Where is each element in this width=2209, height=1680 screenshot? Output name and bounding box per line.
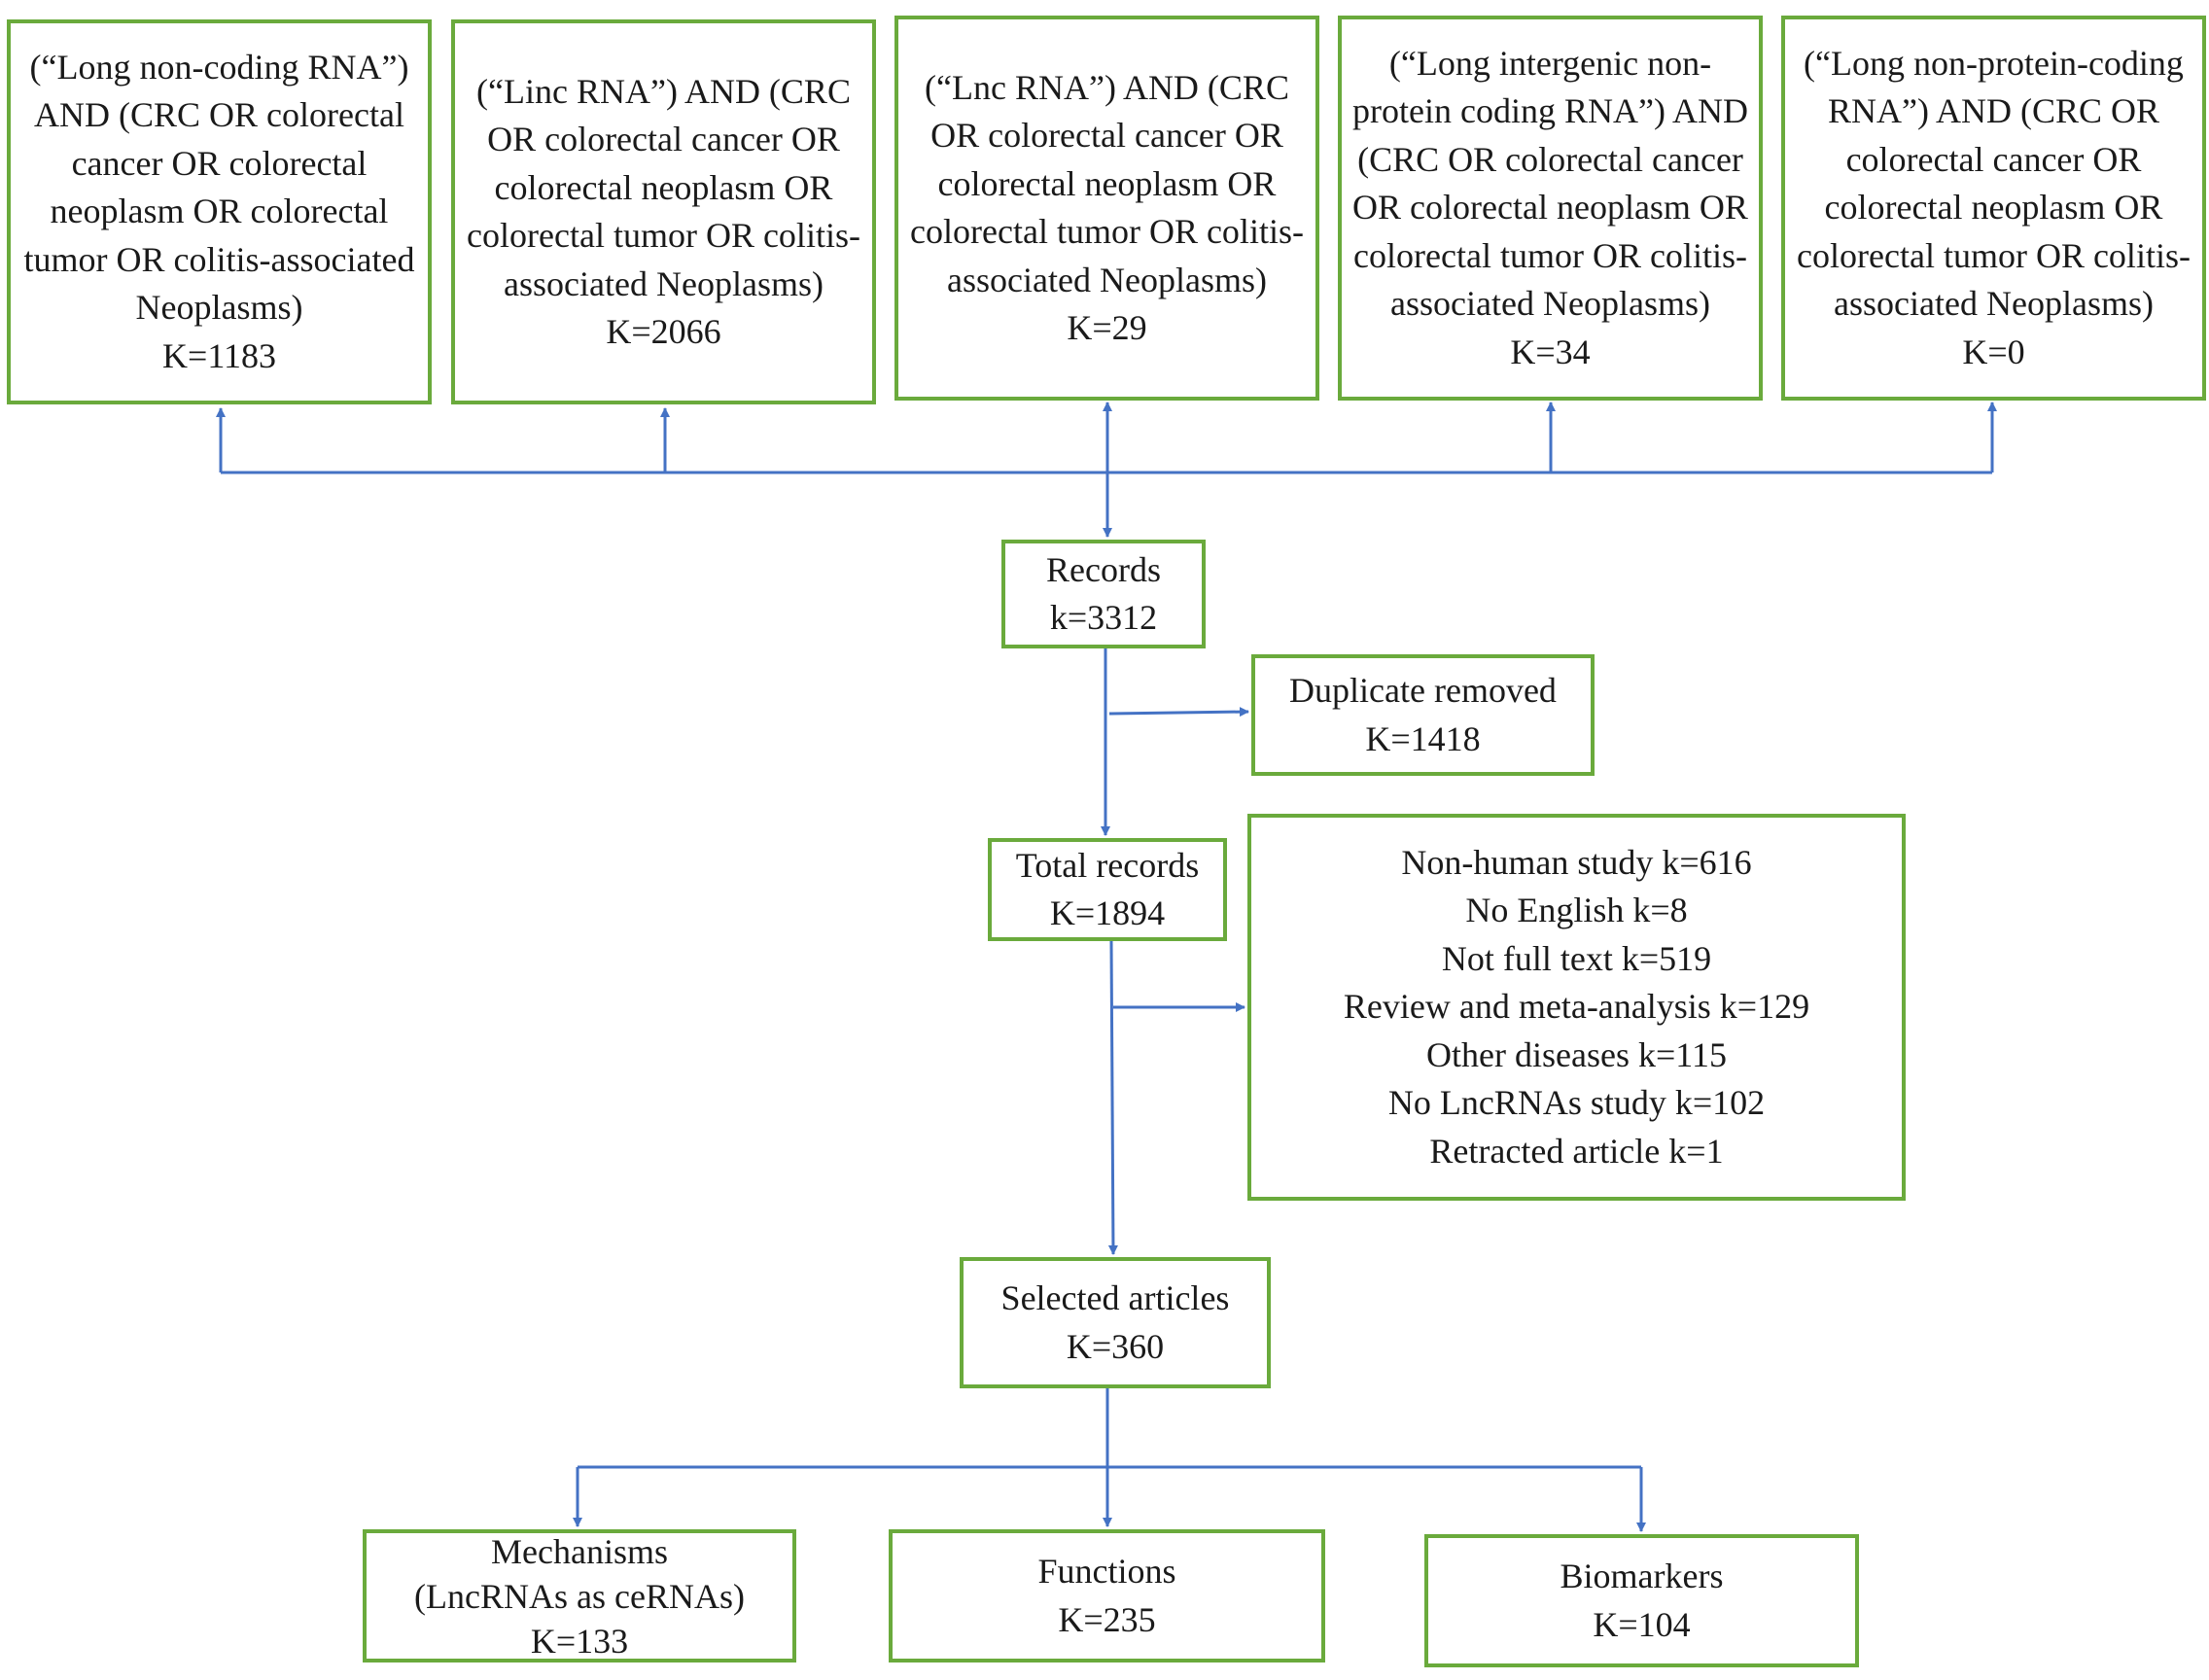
search-1-line-3: cancer OR colorectal (71, 143, 368, 183)
duplicates-count: K=1418 (1365, 718, 1481, 758)
search-4-line-6: associated Neoplasms) (1390, 284, 1710, 324)
biomarkers-count: K=104 (1593, 1604, 1691, 1644)
biomarkers-box: Biomarkers K=104 (1424, 1534, 1859, 1667)
duplicates-title: Duplicate removed (1289, 671, 1557, 710)
duplicates-box: Duplicate removed K=1418 (1251, 654, 1595, 776)
search-5-line-3: colorectal cancer OR (1845, 139, 2142, 179)
search-4-line-1: (“Long intergenic non- (1388, 43, 1712, 83)
total-records-box: Total records K=1894 (988, 838, 1227, 941)
search-1-line-2: AND (CRC OR colorectal (34, 95, 404, 135)
selected-articles-box: Selected articles K=360 (960, 1257, 1271, 1388)
search-2-line-2: OR colorectal cancer OR (487, 120, 840, 158)
search-2-line-5: associated Neoplasms) (504, 263, 824, 303)
search-1-count: K=1183 (162, 335, 276, 375)
search-box-2: (“Linc RNA”) AND (CRC OR colorectal canc… (451, 19, 876, 404)
functions-box: Functions K=235 (889, 1529, 1325, 1662)
search-3-count: K=29 (1067, 308, 1147, 347)
arrow-to-selected (1107, 940, 1118, 1255)
records-box: Records k=3312 (1001, 540, 1206, 648)
search-1-line-1: (“Long non-coding RNA”) (29, 47, 409, 87)
exclusion-item: Not full text k=519 (1441, 938, 1712, 978)
functions-title: Functions (1037, 1552, 1176, 1591)
total-records-title: Total records (1015, 845, 1200, 885)
mechanisms-subtitle: (LncRNAs as ceRNAs) (414, 1576, 745, 1616)
functions-count: K=235 (1058, 1599, 1156, 1639)
records-count: k=3312 (1049, 598, 1158, 637)
search-5-line-4: colorectal neoplasm OR (1824, 188, 2163, 228)
selected-articles-title: Selected articles (1000, 1278, 1230, 1317)
mechanisms-box: Mechanisms (LncRNAs as ceRNAs) K=133 (363, 1529, 796, 1662)
search-box-3: (“Lnc RNA”) AND (CRC OR colorectal cance… (894, 16, 1319, 401)
exclusions-box: Non-human study k=616 No English k=8 Not… (1247, 814, 1906, 1201)
search-box-1: (“Long non-coding RNA”) AND (CRC OR colo… (7, 19, 432, 404)
search-3-line-1: (“Lnc RNA”) AND (CRC (925, 67, 1289, 107)
search-3-line-4: colorectal tumor OR colitis- (910, 212, 1304, 251)
search-3-line-2: OR colorectal cancer OR (930, 116, 1283, 155)
search-5-line-2: RNA”) AND (CRC OR (1827, 91, 2159, 131)
exclusion-item: No English k=8 (1465, 891, 1688, 930)
search-3-line-3: colorectal neoplasm OR (937, 163, 1277, 203)
arrow-to-duplicates (1108, 707, 1249, 718)
exclusion-item: Other diseases k=115 (1426, 1034, 1727, 1074)
search-4-line-3: (CRC OR colorectal cancer (1357, 139, 1743, 179)
search-2-line-3: colorectal neoplasm OR (494, 167, 833, 207)
search-5-count: K=0 (1962, 332, 2025, 371)
search-5-line-5: colorectal tumor OR colitis- (1797, 235, 2191, 275)
selected-articles-count: K=360 (1066, 1326, 1165, 1366)
search-1-line-5: tumor OR colitis-associated (23, 239, 415, 279)
search-4-line-4: OR colorectal neoplasm OR (1352, 188, 1748, 228)
search-4-line-5: colorectal tumor OR colitis- (1353, 235, 1747, 275)
mechanisms-title: Mechanisms (491, 1531, 668, 1571)
exclusion-item: No LncRNAs study k=102 (1387, 1083, 1766, 1123)
exclusion-item: Non-human study k=616 (1401, 842, 1752, 882)
search-box-4: (“Long intergenic non- protein coding RN… (1338, 16, 1763, 401)
mechanisms-count: K=133 (530, 1621, 629, 1661)
search-4-count: K=34 (1510, 332, 1591, 371)
search-5-line-1: (“Long non-protein-coding (1804, 43, 2184, 83)
search-2-line-1: (“Linc RNA”) AND (CRC (476, 71, 851, 111)
search-2-count: K=2066 (606, 312, 721, 351)
exclusion-item: Review and meta-analysis k=129 (1343, 987, 1810, 1027)
search-1-line-6: Neoplasms) (135, 288, 303, 328)
search-5-line-6: associated Neoplasms) (1834, 284, 2154, 324)
exclusion-item: Retracted article k=1 (1429, 1131, 1724, 1171)
search-1-line-4: neoplasm OR colorectal (50, 192, 389, 231)
search-4-line-2: protein coding RNA”) AND (1352, 91, 1748, 131)
search-box-5: (“Long non-protein-coding RNA”) AND (CRC… (1781, 16, 2206, 401)
search-3-line-5: associated Neoplasms) (947, 260, 1267, 299)
total-records-count: K=1894 (1049, 893, 1166, 932)
biomarkers-title: Biomarkers (1560, 1557, 1724, 1595)
search-2-line-4: colorectal tumor OR colitis- (467, 216, 860, 255)
records-title: Records (1046, 549, 1161, 589)
